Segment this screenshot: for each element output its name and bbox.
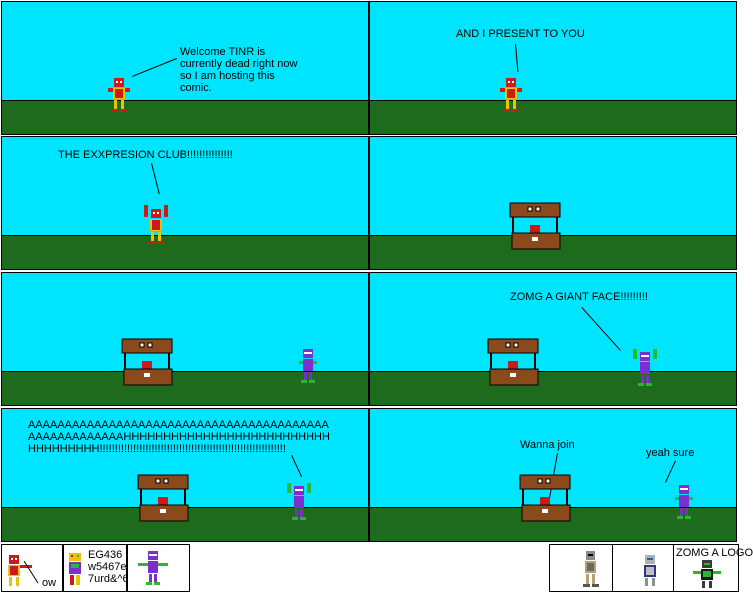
ground <box>370 371 736 405</box>
purple-robot-figure <box>675 485 693 519</box>
credit-text: EG436 w5467e 7urd&^6 <box>88 549 129 585</box>
speech-tail <box>515 44 519 72</box>
red-robot-figure-arms-up <box>144 205 168 244</box>
speech-bubble-text: Wanna join <box>520 439 575 451</box>
expression-club-stand <box>137 474 189 522</box>
speech-bubble-text-2: yeah sure <box>646 447 695 459</box>
panel-3: THE EXXPRESION CLUB!!!!!!!!!!!!!!! <box>1 136 369 270</box>
panel-6: ZOMG A GIANT FACE!!!!!!!!! <box>369 272 737 406</box>
tan-robot-figure <box>583 551 599 587</box>
expression-club-stand <box>487 338 539 386</box>
speech-tail <box>132 58 177 77</box>
panel-4 <box>369 136 737 270</box>
speech-bubble-text: THE EXXPRESION CLUB!!!!!!!!!!!!!!! <box>58 149 233 161</box>
panel-8: Wanna join yeah sure <box>369 408 737 542</box>
panel-7: AAAAAAAAAAAAAAAAAAAAAAAAAAAAAAAAAAAAAAAA… <box>1 408 369 542</box>
rainbow-robot-figure <box>69 553 81 585</box>
strip-cell-logo: ZOMG A LOGO <box>673 544 753 592</box>
ow-text: ow <box>42 577 57 589</box>
logo-text: ZOMG A LOGO <box>676 547 753 559</box>
expression-club-stand <box>121 338 173 386</box>
speech-bubble-text: AND I PRESENT TO YOU <box>456 28 585 40</box>
speech-tail <box>291 455 303 478</box>
strip-cell-tan-figure <box>549 544 613 592</box>
speech-tail <box>664 460 676 483</box>
purple-robot-figure-arms-up <box>633 349 657 386</box>
purple-robot-figure <box>138 551 168 585</box>
speech-bubble-text: Welcome TINR is currently dead right now… <box>180 46 298 94</box>
speech-tail <box>581 307 621 351</box>
speech-bubble-text: ZOMG A GIANT FACE!!!!!!!!! <box>510 291 648 303</box>
panel-5 <box>1 272 369 406</box>
speech-bubble-text: AAAAAAAAAAAAAAAAAAAAAAAAAAAAAAAAAAAAAAAA… <box>28 419 330 455</box>
ground <box>2 100 368 134</box>
expression-club-stand <box>509 202 561 250</box>
dark-robot-figure <box>693 560 721 588</box>
ground <box>2 235 368 269</box>
panel-1: Welcome TINR is currently dead right now… <box>1 1 369 135</box>
strip-cell-blue-figure <box>612 544 674 592</box>
purple-robot-figure-arms-up <box>287 483 311 520</box>
purple-robot-figure <box>299 349 317 383</box>
strip-cell-credit: EG436 w5467e 7urd&^6 <box>63 544 129 592</box>
silver-robot-figure <box>644 555 656 586</box>
strip-cell-purple <box>127 544 190 592</box>
red-robot-figure <box>500 78 522 112</box>
speech-tail <box>151 163 160 195</box>
expression-club-stand <box>519 474 571 522</box>
red-robot-figure-pointing <box>8 555 39 586</box>
ground <box>370 100 736 134</box>
strip-cell-ow: ow <box>1 544 63 592</box>
red-robot-figure <box>108 78 130 112</box>
panel-2: AND I PRESENT TO YOU <box>369 1 737 135</box>
